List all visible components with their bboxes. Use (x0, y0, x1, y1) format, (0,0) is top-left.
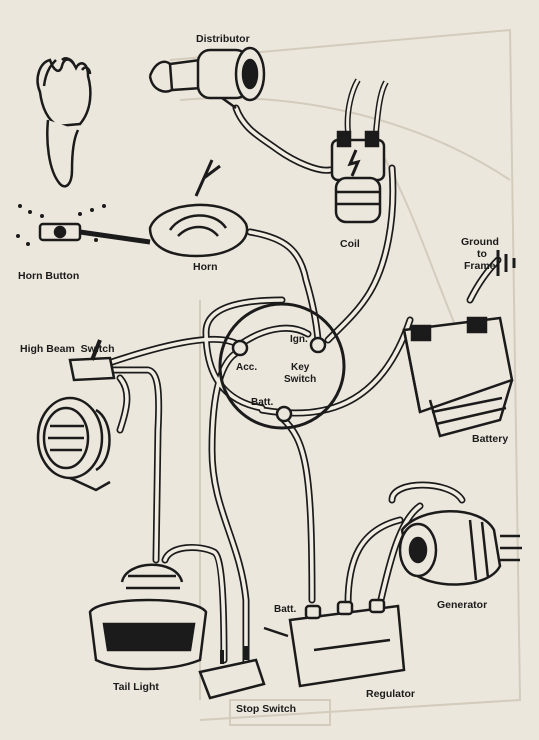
horn-component (148, 159, 249, 258)
label-distributor: Distributor (196, 33, 250, 45)
tail-light-component (88, 563, 208, 671)
ground-to-frame-symbol (496, 250, 516, 276)
label-batt-regulator: Batt. (274, 604, 296, 615)
label-key-line1: Key (291, 362, 310, 373)
battery-component (402, 316, 514, 438)
labels: Distributor Coil Horn Button Horn Ground… (18, 33, 508, 715)
distributor-component (148, 46, 266, 110)
label-ground-line1: Ground (461, 236, 499, 248)
label-horn: Horn (193, 261, 218, 273)
label-battery: Battery (472, 433, 508, 445)
label-ground-line2: to (477, 248, 487, 260)
label-high-beam-switch: High Beam Switch (20, 343, 115, 355)
key-switch (218, 302, 346, 430)
label-ign: Ign. (290, 334, 308, 345)
regulator-component (263, 598, 406, 688)
label-ground-line3: Frame (464, 260, 496, 272)
headlight-component (36, 396, 111, 492)
label-batt-key: Batt. (251, 397, 273, 408)
horn-button-press-dots (16, 204, 106, 246)
generator-component (398, 510, 522, 586)
label-stop-switch: Stop Switch (236, 703, 296, 715)
high-beam-switch-component (68, 339, 116, 382)
stop-switch-component (198, 646, 266, 700)
horn-button-component (36, 57, 151, 245)
coil-component (330, 78, 389, 224)
label-acc: Acc. (236, 362, 257, 373)
label-generator: Generator (437, 599, 487, 611)
label-key-line2: Switch (284, 374, 316, 385)
label-tail-light: Tail Light (113, 681, 159, 693)
label-horn-button: Horn Button (18, 270, 79, 282)
label-regulator: Regulator (366, 688, 415, 700)
label-coil: Coil (340, 238, 360, 250)
